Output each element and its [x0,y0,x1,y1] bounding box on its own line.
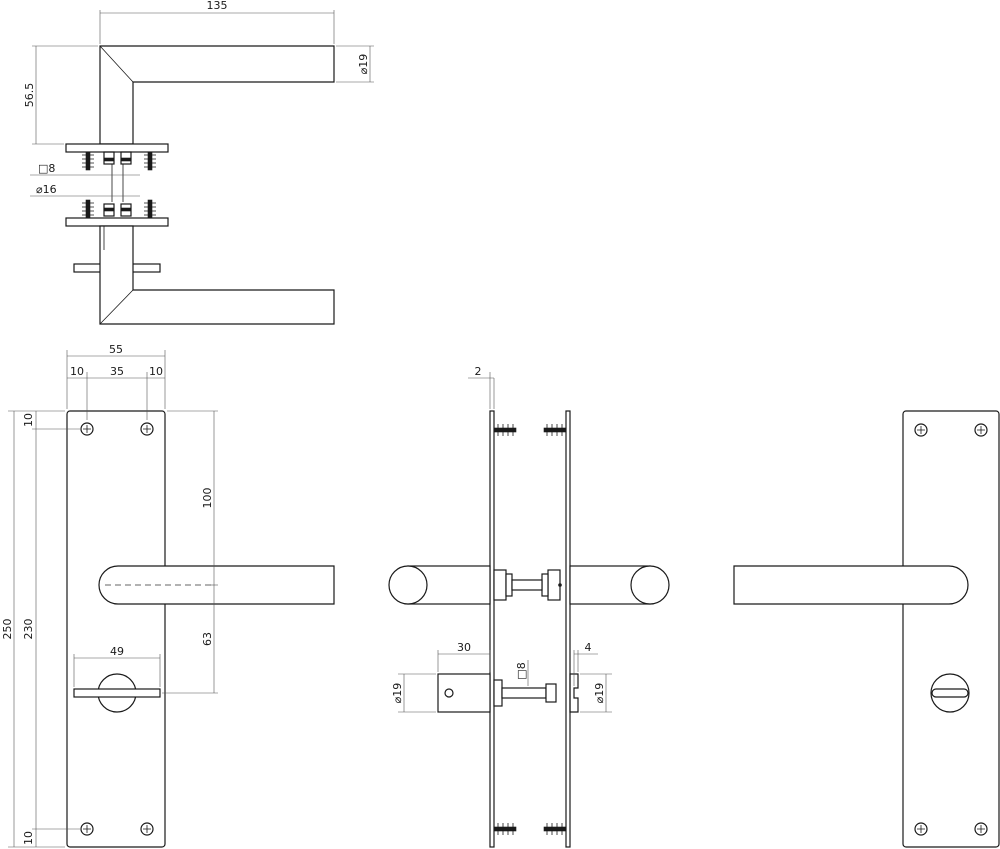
side-lever-right-end [630,565,670,605]
upper-lever-handle [99,45,335,145]
dim-handle-length: 135 [207,0,228,12]
lower-screws [82,199,156,219]
dim-rose-diameter: ⌀16 [36,183,57,196]
upper-screws [82,151,156,171]
dim-hole-top-offset: 10 [22,413,35,427]
dim-handle-drop: 56.5 [23,83,36,108]
lower-rose [65,217,169,227]
dim-thumbturn-depth: 30 [457,641,471,654]
dim-release-depth: 4 [585,641,592,654]
dim-thumbturn-width: 49 [110,645,124,658]
release-knob-side [569,673,579,713]
dim-turn-knob-diameter: ⌀19 [391,683,404,704]
backplate [66,410,166,848]
release-slot-icon [931,688,969,698]
side-spindle [511,579,543,591]
side-lever-left-end [388,565,428,605]
upper-rose [65,143,169,153]
lower-lever-handle [99,225,335,325]
dim-hole-spacing-vertical: 230 [22,619,35,640]
dim-hole-edge-left: 10 [70,365,84,378]
top-view-lever-set: 135 56.5 ⌀19 □8 ⌀16 [23,0,374,325]
turn-knob-side [437,673,491,713]
dim-plate-height: 250 [1,619,14,640]
back-view-backplate [733,410,1000,848]
dim-handle-to-thumbturn: 63 [201,632,214,646]
side-screws [493,424,567,835]
screw-icon [914,423,988,836]
front-view-backplate: 55 10 35 10 10 250 230 10 100 63 49 [1,343,335,848]
screw-icon [80,422,154,836]
release-rose [930,673,970,713]
dim-hole-edge-right: 10 [149,365,163,378]
side-plate-left [489,410,495,848]
dim-hole-bottom-offset: 10 [22,831,35,845]
turn-spindle-side [501,687,547,699]
dim-handle-diameter: ⌀19 [357,54,370,75]
dim-plate-thickness: 2 [475,365,482,378]
thumbturn-knob [73,688,161,698]
dim-release-diameter: ⌀19 [593,683,606,704]
dim-plate-width: 55 [109,343,123,356]
back-lever-handle [733,565,969,605]
side-view-assembly: 2 30 ⌀19 □8 4 ⌀19 [388,365,670,848]
back-backplate [902,410,1000,848]
side-plate-right [565,410,571,848]
dim-hole-spacing: 35 [110,365,124,378]
dim-turn-spindle: □8 [515,662,528,679]
dim-top-to-handle: 100 [201,488,214,509]
dim-spindle-square: □8 [38,162,55,175]
